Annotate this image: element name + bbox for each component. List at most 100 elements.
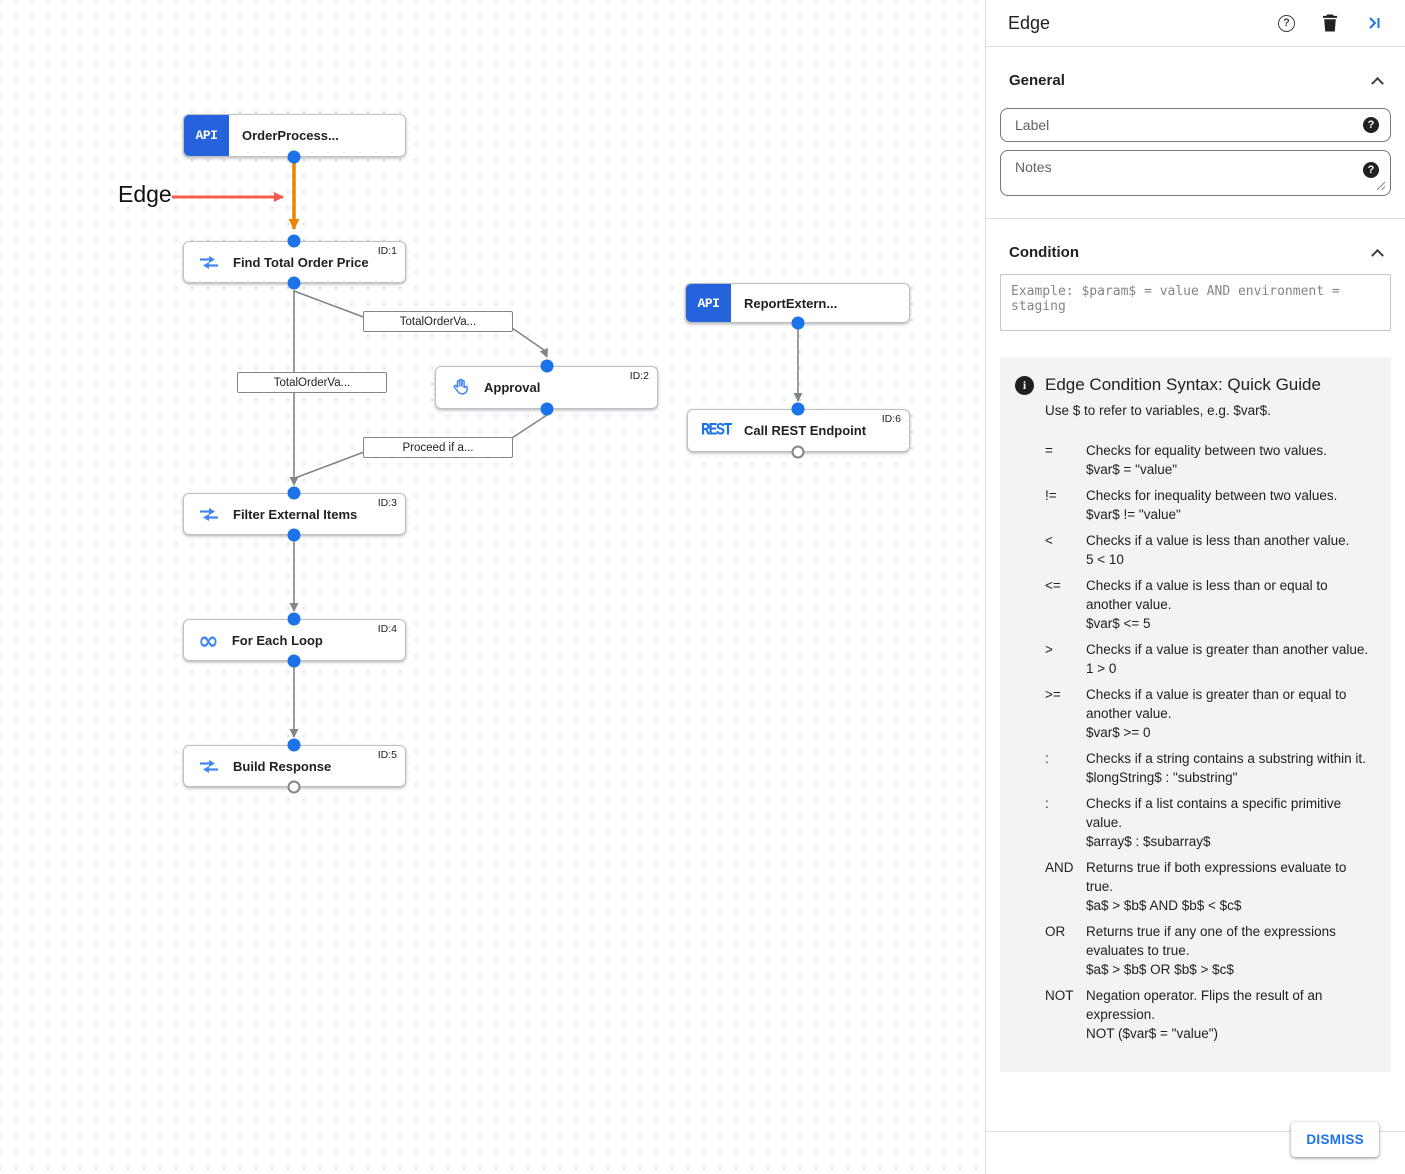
guide-example: NOT ($var$ = "value") xyxy=(1086,1026,1219,1041)
connector-dot[interactable] xyxy=(791,402,805,416)
node-call-rest-endpoint[interactable]: REST Call REST Endpoint ID:6 xyxy=(687,409,910,452)
connector-dot[interactable] xyxy=(540,402,554,416)
guide-example: $a$ > $b$ OR $b$ > $c$ xyxy=(1086,962,1234,977)
guide-description: Checks if a value is less than another v… xyxy=(1086,533,1350,548)
guide-row: < Checks if a value is less than another… xyxy=(1045,531,1375,569)
node-title: ReportExtern... xyxy=(744,295,838,311)
notes-input[interactable] xyxy=(1000,150,1391,196)
guide-row: = Checks for equality between two values… xyxy=(1045,441,1375,479)
condition-input[interactable] xyxy=(1000,274,1391,331)
guide-operator: >= xyxy=(1045,687,1061,702)
connector-dot[interactable] xyxy=(791,316,805,330)
connector-dot[interactable] xyxy=(287,528,301,542)
connector-dot[interactable] xyxy=(287,234,301,248)
guide-operator: NOT xyxy=(1045,988,1074,1003)
workflow-canvas[interactable]: Edge API OrderProcess... Find Total Orde… xyxy=(0,0,985,1174)
guide-description: Returns true if both expressions evaluat… xyxy=(1086,860,1347,894)
guide-row: OR Returns true if any one of the expres… xyxy=(1045,922,1375,979)
info-icon: i xyxy=(1015,376,1034,395)
connector-dot[interactable] xyxy=(287,738,301,752)
guide-row: <= Checks if a value is less than or equ… xyxy=(1045,576,1375,633)
notes-help-icon[interactable]: ? xyxy=(1363,162,1379,178)
label-input[interactable] xyxy=(1000,108,1391,142)
node-title: Approval xyxy=(484,380,541,395)
condition-field-wrap xyxy=(1000,274,1391,331)
node-title: Call REST Endpoint xyxy=(744,423,867,438)
general-section-header[interactable]: General xyxy=(986,60,1405,100)
connector-dot[interactable] xyxy=(287,276,301,290)
approval-hand-icon xyxy=(450,377,471,398)
guide-operator: <= xyxy=(1045,578,1061,593)
guide-example: 5 < 10 xyxy=(1086,552,1124,567)
node-report-extern[interactable]: API ReportExtern... xyxy=(685,283,910,323)
guide-example: 1 > 0 xyxy=(1086,661,1117,676)
connector-dot[interactable] xyxy=(540,359,554,373)
guide-operator: > xyxy=(1045,642,1053,657)
node-approval[interactable]: Approval ID:2 xyxy=(435,366,658,409)
guide-operator: OR xyxy=(1045,924,1066,939)
data-mapping-icon xyxy=(198,759,220,774)
connector-dot-empty[interactable] xyxy=(791,445,805,459)
data-mapping-icon xyxy=(198,255,220,270)
section-divider xyxy=(986,218,1405,219)
node-id: ID:5 xyxy=(377,749,397,761)
guide-row: AND Returns true if both expressions eva… xyxy=(1045,858,1375,915)
edge-label-to-approval[interactable]: TotalOrderVa... xyxy=(363,311,513,332)
guide-row: != Checks for inequality between two val… xyxy=(1045,486,1375,524)
data-mapping-icon xyxy=(198,507,220,522)
guide-description: Checks if a value is greater than anothe… xyxy=(1086,642,1369,657)
node-id: ID:3 xyxy=(377,497,397,509)
guide-rows: = Checks for equality between two values… xyxy=(1045,441,1375,1043)
node-filter-external-items[interactable]: Filter External Items ID:3 xyxy=(183,493,406,535)
help-icon[interactable]: ? xyxy=(1278,14,1295,32)
guide-description: Checks if a value is greater than or equ… xyxy=(1086,687,1347,721)
guide-description: Checks for inequality between two values… xyxy=(1086,488,1338,503)
api-trigger-icon: API xyxy=(686,284,731,322)
condition-syntax-guide: i Edge Condition Syntax: Quick Guide Use… xyxy=(1000,357,1391,1072)
edge-label-to-filter[interactable]: TotalOrderVa... xyxy=(237,372,387,393)
guide-description: Checks for equality between two values. xyxy=(1086,443,1327,458)
connector-dot[interactable] xyxy=(287,654,301,668)
condition-section-header[interactable]: Condition xyxy=(986,232,1405,272)
connector-dot-empty[interactable] xyxy=(287,780,301,794)
guide-operator: = xyxy=(1045,443,1053,458)
guide-description: Checks if a string contains a substring … xyxy=(1086,751,1366,766)
condition-heading: Condition xyxy=(1009,243,1079,261)
node-id: ID:4 xyxy=(377,623,397,635)
label-help-icon[interactable]: ? xyxy=(1363,117,1379,133)
guide-row: : Checks if a string contains a substrin… xyxy=(1045,749,1375,787)
guide-description: Returns true if any one of the expressio… xyxy=(1086,924,1336,958)
guide-example: $var$ >= 0 xyxy=(1086,725,1151,740)
edge-properties-panel: Edge ? General ? ? Condition i Edge Cond… xyxy=(985,0,1405,1174)
node-title: For Each Loop xyxy=(231,632,323,648)
connector-dot[interactable] xyxy=(287,612,301,626)
guide-description: Negation operator. Flips the result of a… xyxy=(1086,988,1323,1022)
edges-layer xyxy=(172,163,803,738)
guide-example: $var$ != "value" xyxy=(1086,507,1181,522)
guide-example: $var$ = "value" xyxy=(1086,462,1178,477)
node-id: ID:1 xyxy=(377,245,397,257)
connector-dot[interactable] xyxy=(287,150,301,164)
node-title: Build Response xyxy=(233,758,332,774)
delete-icon[interactable] xyxy=(1322,14,1338,32)
node-title: OrderProcess... xyxy=(242,128,339,143)
guide-intro: Use $ to refer to variables, e.g. $var$. xyxy=(1045,403,1271,418)
panel-header: Edge ? xyxy=(986,0,1405,47)
dismiss-button[interactable]: DISMISS xyxy=(1291,1122,1379,1157)
node-title: Filter External Items xyxy=(233,506,358,522)
node-for-each-loop[interactable]: ∞ For Each Loop ID:4 xyxy=(183,619,406,661)
guide-row: NOT Negation operator. Flips the result … xyxy=(1045,986,1375,1043)
guide-operator: AND xyxy=(1045,860,1074,875)
guide-row: > Checks if a value is greater than anot… xyxy=(1045,640,1375,678)
notes-field-wrap: ? xyxy=(1000,150,1391,196)
guide-description: Checks if a list contains a specific pri… xyxy=(1086,796,1342,830)
chevron-up-icon xyxy=(1371,76,1384,90)
collapse-panel-icon[interactable] xyxy=(1365,14,1383,32)
chevron-up-icon xyxy=(1371,248,1384,262)
guide-description: Checks if a value is less than or equal … xyxy=(1086,578,1328,612)
connector-dot[interactable] xyxy=(287,486,301,500)
node-title: Find Total Order Price xyxy=(233,254,369,270)
edge-label-from-approval[interactable]: Proceed if a... xyxy=(363,437,513,458)
guide-operator: != xyxy=(1045,488,1057,503)
guide-example: $a$ > $b$ AND $b$ < $c$ xyxy=(1086,898,1242,913)
